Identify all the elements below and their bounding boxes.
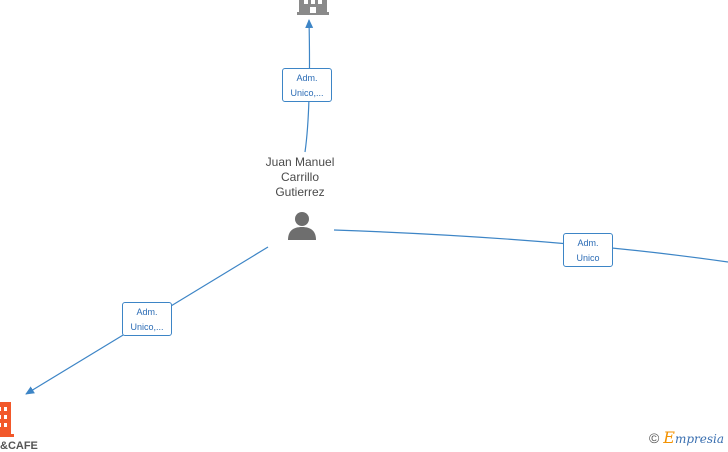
relation-label-right[interactable]: Adm. Unico: [563, 233, 613, 267]
person-name-line: Carrillo: [280, 170, 319, 184]
person-name-line: Juan Manuel: [265, 155, 335, 169]
person-name[interactable]: Juan Manuel Carrillo Gutierrez: [252, 155, 348, 200]
relation-role: Adm.: [136, 307, 158, 317]
brand-logo-initial: E: [663, 428, 675, 447]
brand-logo-text: mpresia: [674, 432, 724, 446]
edge-to-right-company: [333, 229, 728, 263]
person-icon[interactable]: [287, 211, 317, 241]
relation-detail: Unico,...: [290, 88, 324, 98]
relation-role: Adm.: [577, 238, 599, 248]
watermark: © Empresia: [649, 428, 724, 447]
relation-label-top[interactable]: Adm. Unico,...: [282, 68, 332, 102]
relation-detail: Unico,...: [130, 322, 164, 332]
building-icon[interactable]: [297, 0, 331, 16]
relation-label-bottom-left[interactable]: Adm. Unico,...: [122, 302, 172, 336]
building-icon[interactable]: [0, 402, 16, 438]
relation-detail: Unico: [576, 253, 600, 263]
copyright-symbol: ©: [649, 430, 660, 446]
relation-role: Adm.: [296, 73, 318, 83]
company-label[interactable]: &CAFE: [0, 440, 38, 452]
person-name-line: Gutierrez: [275, 185, 325, 199]
